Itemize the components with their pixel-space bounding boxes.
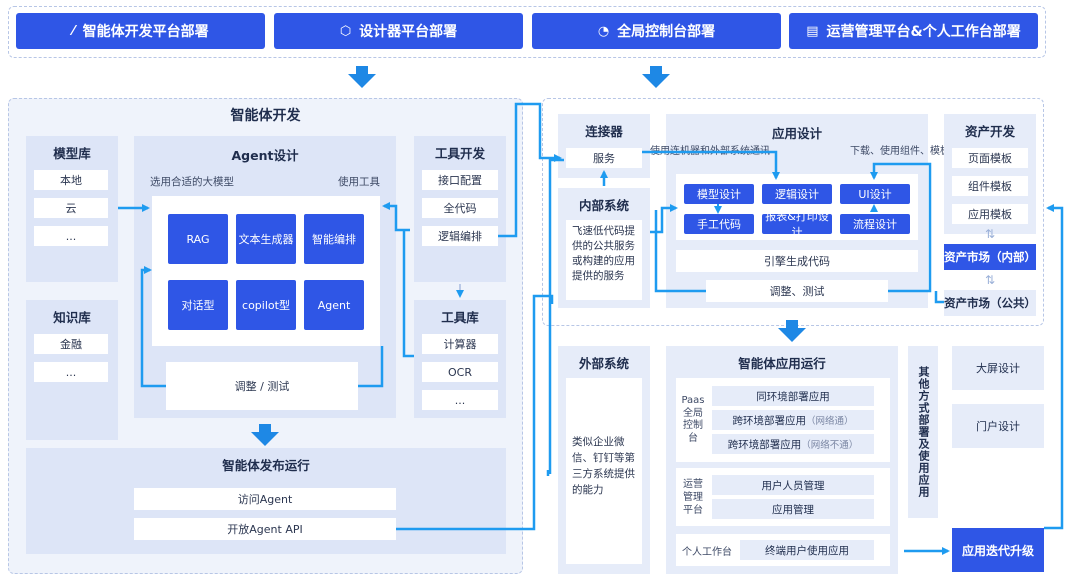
- tool-lib-item-calculator[interactable]: 计算器: [422, 334, 498, 354]
- tile-copilot[interactable]: copilot型: [236, 280, 296, 330]
- knowledge-lib-item-more[interactable]: ...: [34, 362, 108, 382]
- model-lib-title: 模型库: [53, 145, 91, 161]
- top-deploy-bar: [8, 6, 1046, 58]
- model-lib-item-more[interactable]: ...: [34, 226, 108, 246]
- app-run-title: 智能体应用运行: [738, 355, 826, 371]
- deploy-ops-personal-label: 运营管理平台&个人工作台部署: [826, 24, 1021, 40]
- ops-platform-label: 运营管理平台: [683, 478, 703, 516]
- knowledge-lib-title: 知识库: [53, 309, 91, 325]
- app-design-title: 应用设计: [771, 125, 822, 141]
- model-lib-item-local[interactable]: 本地: [34, 170, 108, 190]
- portal-design[interactable]: 门户设计: [952, 404, 1044, 448]
- gauge-icon: ◔: [597, 23, 610, 39]
- external-system-desc: 类似企业微信、钉钉等第三方系统提供的能力: [566, 378, 642, 564]
- wand-icon: ⁄: [72, 23, 75, 39]
- paas-item-same-env-label: 同环境部署应用: [756, 390, 830, 403]
- tile-rag[interactable]: RAG: [168, 214, 228, 264]
- connector-title: 连接器: [585, 123, 623, 139]
- paas-item-cross-env-connected-sub: （网络通）: [805, 416, 854, 427]
- internal-system-desc: 飞速低代码提供的公共服务或构建的应用提供的服务: [566, 220, 642, 300]
- deploy-designer-platform-button[interactable]: ⬡ 设计器平台部署: [274, 13, 523, 49]
- cube-icon: ⬡: [339, 23, 352, 39]
- connector-note: 使用连机器和外部系统通讯: [650, 146, 770, 157]
- knowledge-lib-item-finance[interactable]: 金融: [34, 334, 108, 354]
- agent-adjust-test[interactable]: 调整 / 测试: [166, 362, 358, 410]
- deploy-global-console-button[interactable]: ◔ 全局控制台部署: [532, 13, 781, 49]
- deploy-designer-platform-label: 设计器平台部署: [359, 24, 458, 40]
- publish-open-agent-api[interactable]: 开放Agent API: [134, 518, 396, 540]
- paas-item-cross-env-isolated[interactable]: 跨环境部署应用 （网络不通）: [712, 434, 874, 454]
- ops-app-management[interactable]: 应用管理: [712, 499, 874, 519]
- paas-console-label: Paas全局控制台: [681, 395, 705, 444]
- tile-smart-orchestration[interactable]: 智能编排: [304, 214, 364, 264]
- publish-access-agent[interactable]: 访问Agent: [134, 488, 396, 510]
- model-lib-item-cloud[interactable]: 云: [34, 198, 108, 218]
- asset-component-template[interactable]: 组件模板: [952, 176, 1028, 196]
- deploy-agent-platform-label: 智能体开发平台部署: [82, 24, 209, 40]
- paas-item-same-env[interactable]: 同环境部署应用: [712, 386, 874, 406]
- manual-code-box[interactable]: 手工代码: [684, 214, 754, 234]
- ops-user-management[interactable]: 用户人员管理: [712, 475, 874, 495]
- paas-item-cross-env-connected-label: 跨环境部署应用: [732, 414, 806, 427]
- other-deploy-methods: 其他方式部署及使用应用: [908, 346, 938, 518]
- asset-market-internal[interactable]: 资产市场（内部）: [944, 244, 1036, 270]
- engine-generate-code[interactable]: 引擎生成代码: [676, 250, 918, 272]
- sync-arrow-icon-2: ⇅: [984, 273, 996, 287]
- asset-page-template[interactable]: 页面模板: [952, 148, 1028, 168]
- paas-item-cross-env-connected[interactable]: 跨环境部署应用 （网络通）: [712, 410, 874, 430]
- tool-lib-item-ocr[interactable]: OCR: [422, 362, 498, 382]
- agent-design-hint-model: 选用合适的大模型: [150, 176, 234, 188]
- layout-icon: ▤: [806, 23, 819, 39]
- personal-end-user-use-app[interactable]: 终端用户使用应用: [740, 540, 874, 560]
- deploy-ops-personal-button[interactable]: ▤ 运营管理平台&个人工作台部署: [789, 13, 1038, 49]
- external-system-title: 外部系统: [578, 355, 629, 371]
- tool-dev-item-full-code[interactable]: 全代码: [422, 198, 498, 218]
- app-design-note: 下载、使用组件、模板: [850, 146, 950, 157]
- internal-system-title: 内部系统: [578, 197, 629, 213]
- agent-dev-title: 智能体开发: [230, 108, 301, 124]
- paas-item-cross-env-isolated-label: 跨环境部署应用: [727, 438, 802, 451]
- app-adjust-test[interactable]: 调整、测试: [706, 280, 888, 302]
- sync-arrow-icon-1: ⇅: [984, 227, 996, 241]
- process-design-box[interactable]: 流程设计: [840, 214, 910, 234]
- tile-conversational[interactable]: 对话型: [168, 280, 228, 330]
- ui-design-box[interactable]: UI设计: [840, 184, 910, 204]
- tool-dev-item-api-config[interactable]: 接口配置: [422, 170, 498, 190]
- personal-workbench-label: 个人工作台: [682, 547, 732, 558]
- asset-app-template[interactable]: 应用模板: [952, 204, 1028, 224]
- deploy-agent-platform-button[interactable]: ⁄ 智能体开发平台部署: [16, 13, 265, 49]
- tile-text-generator[interactable]: 文本生成器: [236, 214, 296, 264]
- report-print-design-box[interactable]: 报表&打印设计: [762, 210, 832, 239]
- agent-publish-title: 智能体发布运行: [222, 457, 310, 473]
- tool-dev-item-logic-orchestration[interactable]: 逻辑编排: [422, 226, 498, 246]
- deploy-global-console-label: 全局控制台部署: [617, 24, 716, 40]
- asset-market-public[interactable]: 资产市场（公共）: [944, 290, 1036, 316]
- agent-design-title: Agent设计: [231, 147, 299, 163]
- app-iteration-upgrade-button[interactable]: 应用迭代升级: [952, 528, 1044, 572]
- paas-item-cross-env-isolated-sub: （网络不通）: [801, 440, 859, 451]
- model-design-box[interactable]: 模型设计: [684, 184, 754, 204]
- logic-design-box[interactable]: 逻辑设计: [762, 184, 832, 204]
- tool-lib-title: 工具库: [441, 309, 479, 325]
- agent-design-hint-tools: 使用工具: [338, 176, 380, 188]
- big-screen-design[interactable]: 大屏设计: [952, 346, 1044, 390]
- asset-dev-title: 资产开发: [964, 123, 1015, 139]
- connector-service[interactable]: 服务: [566, 148, 642, 168]
- tile-agent[interactable]: Agent: [304, 280, 364, 330]
- tool-dev-title: 工具开发: [434, 145, 485, 161]
- tool-lib-item-more[interactable]: ...: [422, 390, 498, 410]
